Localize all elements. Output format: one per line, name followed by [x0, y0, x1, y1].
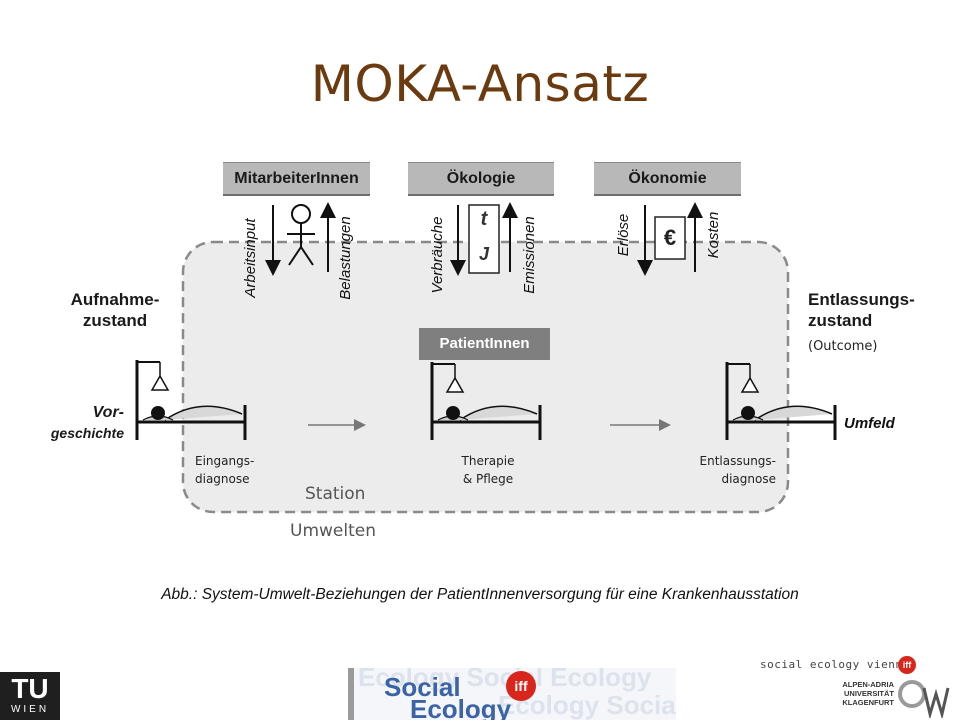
- sev-wordmark: social ecology vienna: [760, 658, 910, 671]
- discharge-state-label: Entlassungs- zustand: [808, 289, 938, 331]
- exit-diagnosis-label: Entlassungs- diagnose: [699, 454, 777, 486]
- ecology-symbol-bottom: J: [478, 244, 489, 264]
- ecology-symbol-box: [468, 204, 500, 274]
- euro-icon: €: [663, 225, 677, 250]
- entry-diagnosis-label: Eingangs- diagnose: [195, 454, 255, 486]
- page-title: MOKA-Ansatz: [310, 55, 650, 113]
- history-line2: geschichte: [50, 425, 124, 441]
- figure-caption: Abb.: System-Umwelt-Beziehungen der Pati…: [161, 586, 799, 603]
- emissions-label: Emissionen: [521, 216, 538, 294]
- header-staff: MitarbeiterInnen: [223, 162, 370, 196]
- bed-icon-admission: [135, 360, 247, 440]
- admission-line1: Aufnahme-: [70, 290, 160, 309]
- social-ecology-logo[interactable]: Ecology Social Ecology Ecology Social Ec…: [348, 668, 676, 720]
- ecology-symbol-top: t: [480, 208, 488, 230]
- history-label: Vor- geschichte: [42, 402, 124, 444]
- person-icon: [287, 204, 315, 266]
- costs-label: Kosten: [705, 211, 722, 259]
- discharge-line2: zustand: [808, 311, 873, 330]
- consumption-label: Verbräuche: [429, 216, 446, 294]
- discharge-line1: Entlassungs-: [808, 290, 915, 309]
- burdens-label: Belastungen: [337, 216, 354, 300]
- environment-label: Umfeld: [844, 415, 895, 432]
- economy-symbol-box: [654, 216, 686, 260]
- aau-emblem-icon: [898, 680, 950, 718]
- environments-label: Umwelten: [290, 521, 376, 541]
- header-economy: Ökonomie: [594, 162, 741, 196]
- admission-line2: zustand: [82, 311, 148, 330]
- work-input-label: Arbeitsinput: [242, 218, 259, 298]
- iff-badge: iff: [506, 671, 536, 701]
- therapy-care-label: Therapie & Pflege: [461, 454, 515, 486]
- revenues-label: Erlöse: [615, 213, 632, 257]
- history-line1: Vor-: [92, 404, 124, 421]
- station-label: Station: [305, 484, 366, 504]
- tu-wien-logo[interactable]: TU WIEN: [0, 672, 60, 720]
- sev-iff-badge: iff: [898, 656, 916, 674]
- admission-state-label: Aufnahme- zustand: [66, 289, 164, 331]
- bed-icon-discharge: [725, 362, 837, 440]
- patients-box: PatientInnen: [419, 328, 550, 360]
- outcome-note: (Outcome): [808, 339, 878, 354]
- header-ecology: Ökologie: [408, 162, 554, 196]
- bed-icon-therapy: [430, 362, 542, 440]
- aau-logo-text: ALPEN-ADRIA UNIVERSITÄT KLAGENFURT: [842, 680, 894, 707]
